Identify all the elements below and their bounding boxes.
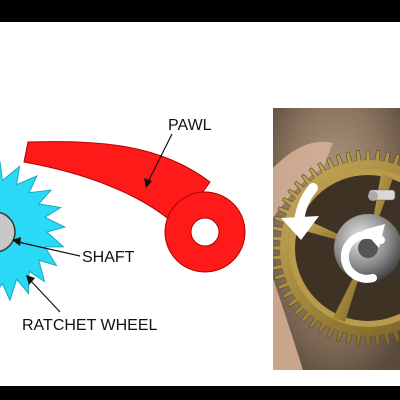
gear-photo bbox=[273, 108, 400, 370]
pawl-leader-arrow bbox=[144, 178, 152, 188]
ratchet-diagram: PAWL SHAFT RATCHET WHEEL bbox=[0, 117, 246, 334]
rotation-arrow-icon bbox=[281, 183, 319, 240]
ratchet-wheel-leader-arrow bbox=[26, 275, 35, 285]
pawl bbox=[23, 141, 246, 273]
ratchet-wheel-label: RATCHET WHEEL bbox=[22, 317, 158, 334]
shaft-label: SHAFT bbox=[82, 249, 135, 266]
ratchet-wheel bbox=[0, 160, 67, 302]
top-black-bar bbox=[0, 0, 400, 22]
bottom-black-bar bbox=[0, 386, 400, 400]
gear-photo-illustration bbox=[273, 108, 400, 370]
pawl-label: PAWL bbox=[168, 117, 212, 134]
ratchet-wheel-leader-line bbox=[29, 279, 61, 313]
shaft bbox=[0, 211, 16, 253]
shaft-leader-arrow bbox=[12, 237, 21, 246]
pawl-leader-line bbox=[147, 133, 173, 183]
pawl-pivot-hole bbox=[190, 217, 220, 247]
rotation-arrow-icon bbox=[340, 224, 385, 283]
shaft-leader-line bbox=[17, 241, 81, 257]
